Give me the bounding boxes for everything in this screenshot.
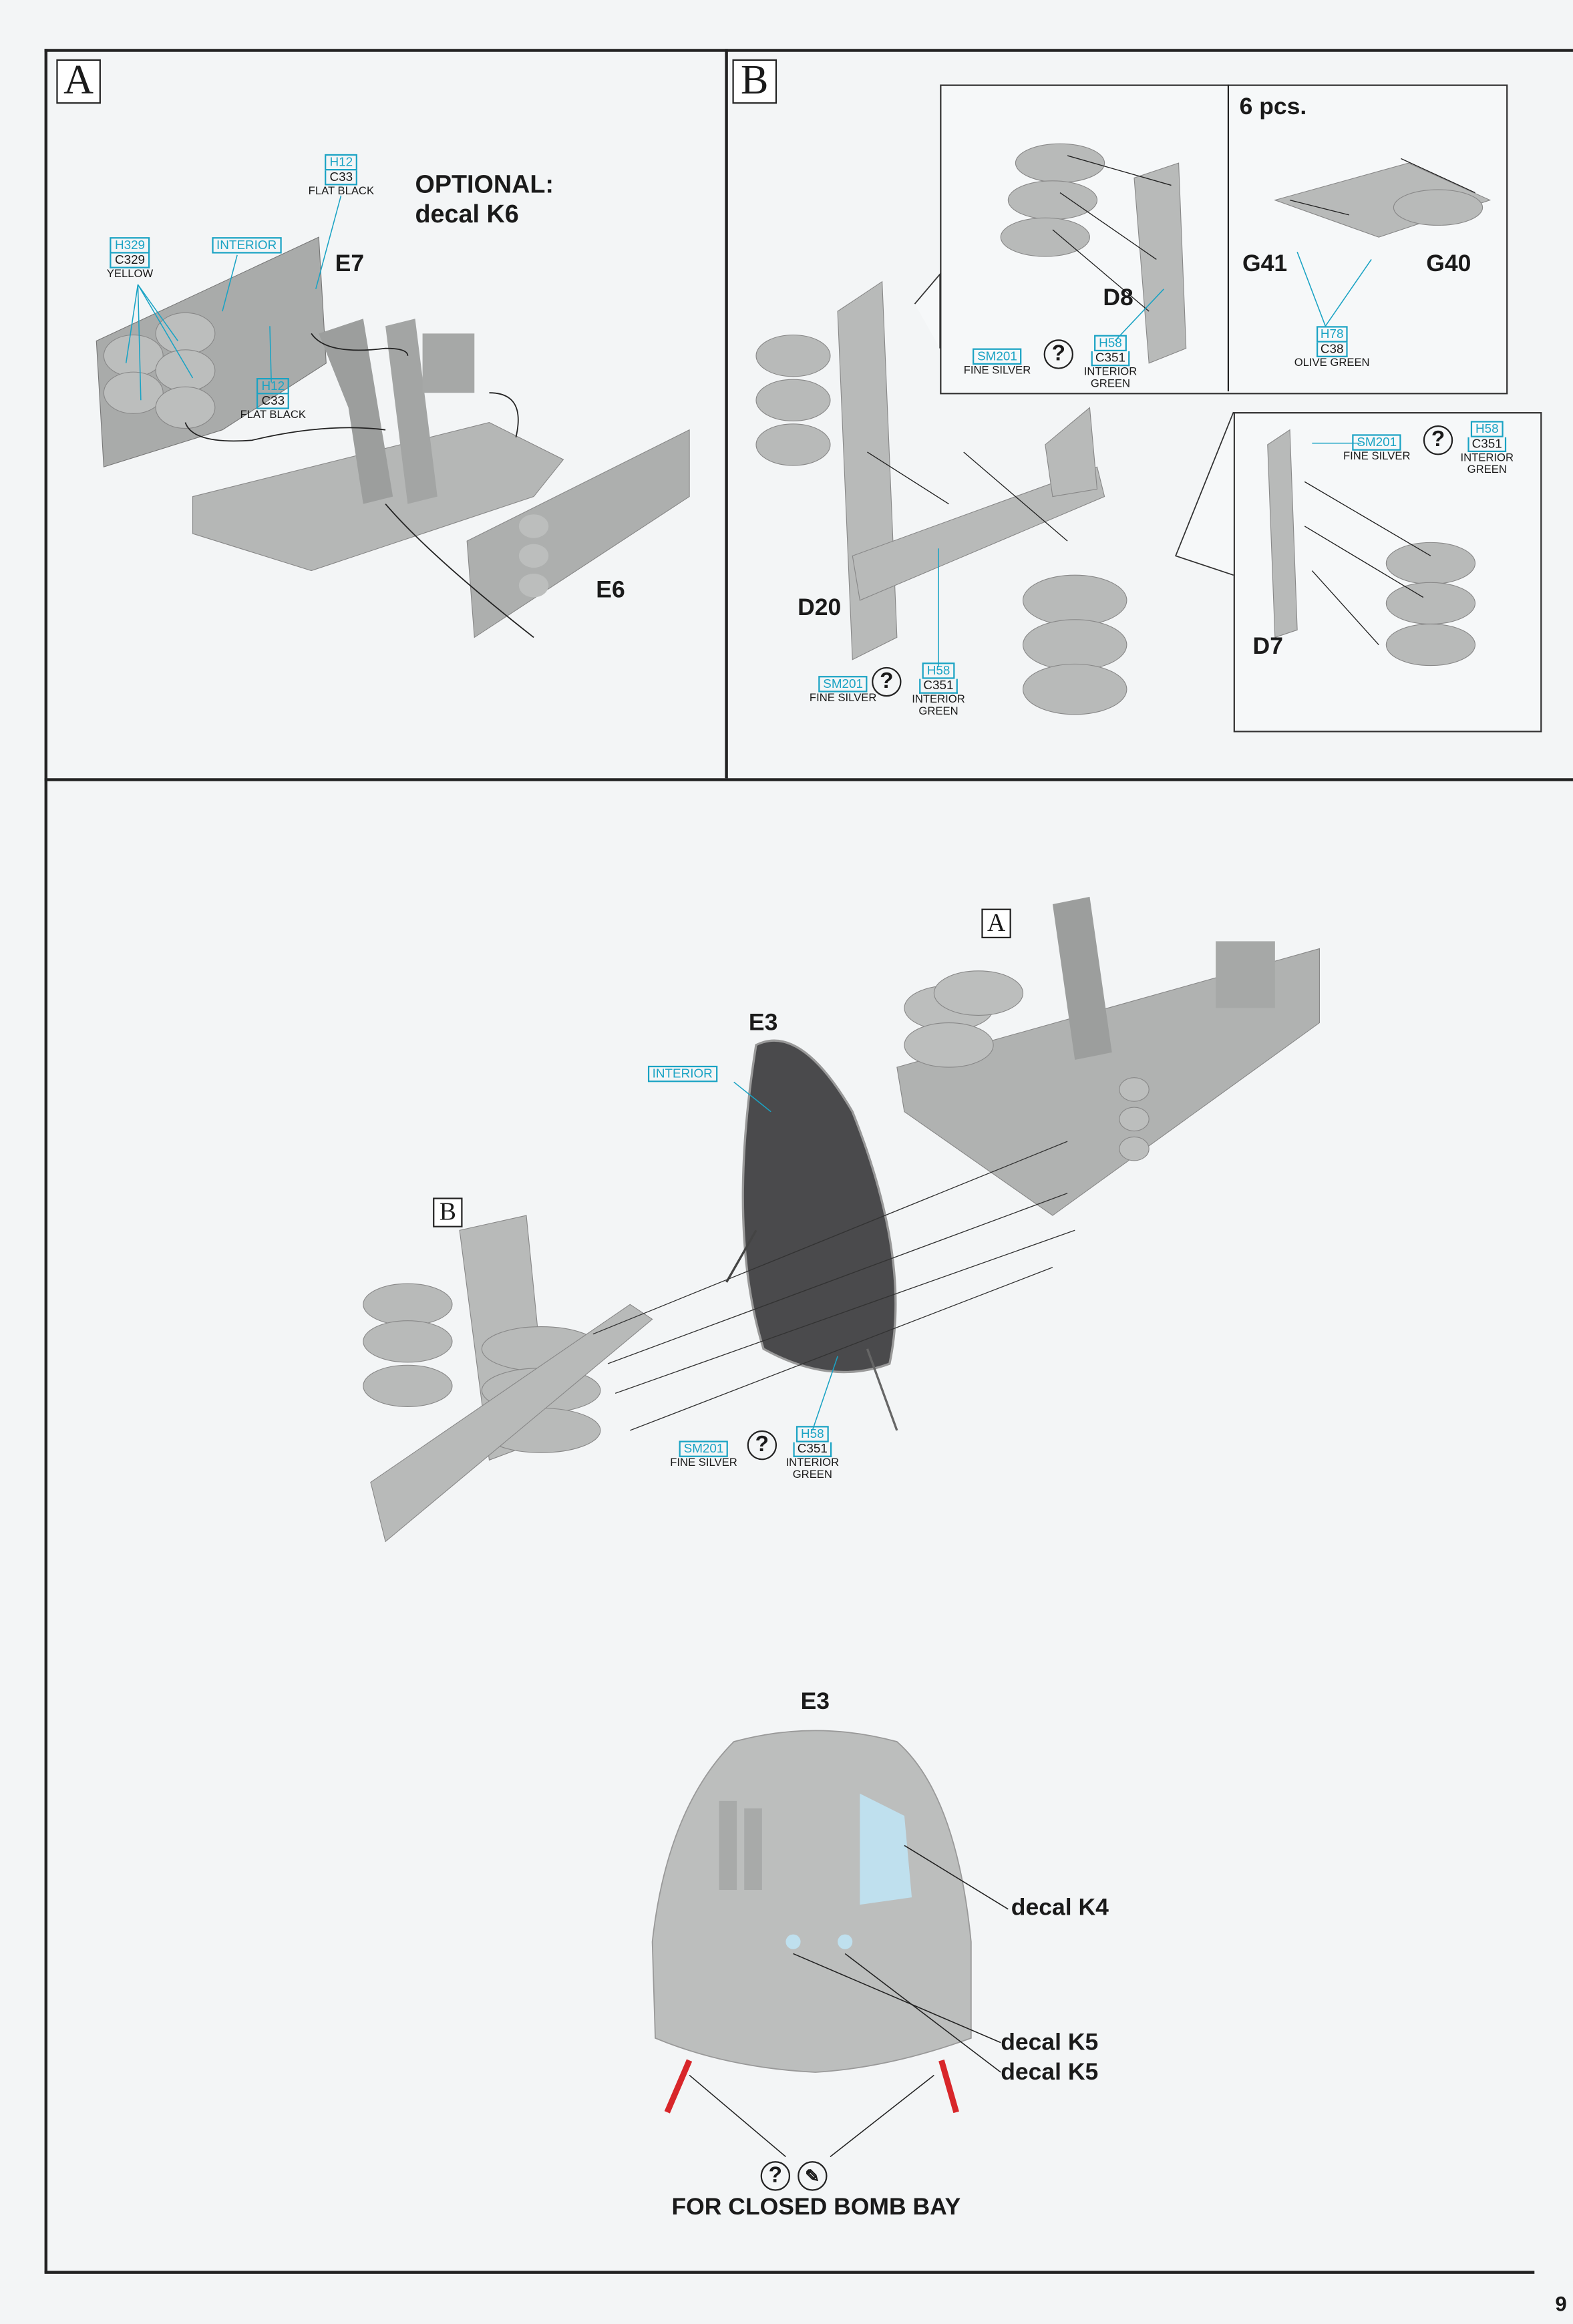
paint-code-h: H58 <box>796 1426 829 1442</box>
paint-code-c: C351 <box>918 678 958 694</box>
paint-name: INTERIOR GREEN <box>785 1455 840 1481</box>
part-e7: E7 <box>335 252 365 278</box>
step-a-label: A <box>56 59 101 104</box>
paint-code-h: H12 <box>256 377 289 395</box>
question-mark-icon: ? <box>760 2161 791 2191</box>
part-e6: E6 <box>596 578 625 604</box>
paint-code-c: C351 <box>1467 437 1507 452</box>
detail-part-e3: E3 <box>800 1690 830 1716</box>
frame-middle <box>44 778 1573 781</box>
paint-name: FLAT BLACK <box>308 184 375 198</box>
step-a-drawing <box>96 195 690 638</box>
frame-bottom <box>44 2271 1535 2273</box>
paint-name: FINE SILVER <box>1343 449 1411 463</box>
step-b-drawing <box>755 143 1492 715</box>
paint-code-h: INTERIOR <box>212 237 281 254</box>
ref-b-label: B <box>433 1197 463 1227</box>
closed-bomb-bay-note: FOR CLOSED BOMB BAY <box>671 2195 961 2220</box>
main-assembly-drawing <box>363 896 1320 1543</box>
question-mark-icon: ? <box>1043 339 1073 369</box>
paint-code-h: SM201 <box>818 676 868 693</box>
paint-code-c: C351 <box>793 1442 832 1457</box>
paint-code-h: SM201 <box>679 1440 729 1457</box>
paint-name: INTERIOR GREEN <box>1460 450 1514 476</box>
paint-code-h: SM201 <box>1352 434 1401 451</box>
inset-divider <box>1227 84 1230 391</box>
paint-name: INTERIOR GREEN <box>912 692 965 718</box>
paint-code-h: H12 <box>325 154 357 171</box>
paint-name: INTERIOR GREEN <box>1083 365 1138 390</box>
quantity-label: 6 pcs. <box>1239 95 1307 120</box>
paint-name: OLIVE GREEN <box>1294 355 1370 369</box>
frame-left <box>44 49 47 2273</box>
part-d20: D20 <box>798 596 842 622</box>
part-d8: D8 <box>1103 286 1133 312</box>
part-g40: G40 <box>1426 252 1471 278</box>
decal-k5-label: decal K5 <box>1001 2030 1099 2056</box>
paint-code-h: INTERIOR <box>647 1065 717 1083</box>
page-number: 9 <box>1555 2291 1567 2316</box>
paint-name: YELLOW <box>106 266 154 280</box>
ref-a-label: A <box>981 908 1011 939</box>
paint-code-h: SM201 <box>973 348 1022 365</box>
question-mark-icon: ? <box>1423 425 1453 455</box>
part-e3: E3 <box>748 1010 778 1036</box>
decal-k4-label: decal K4 <box>1011 1895 1109 1921</box>
paint-code-c: C38 <box>1316 342 1349 357</box>
paint-code-c: C33 <box>256 393 289 409</box>
question-mark-icon: ? <box>872 666 902 697</box>
optional-title: OPTIONAL: <box>415 170 554 199</box>
paint-code-h: H78 <box>1316 326 1349 343</box>
part-g41: G41 <box>1242 252 1288 278</box>
e3-detail-drawing <box>651 1730 1009 2158</box>
frame-top <box>44 49 1573 51</box>
step-b-label: B <box>732 59 777 104</box>
paint-code-h: H58 <box>1471 421 1504 437</box>
paint-name: FINE SILVER <box>809 691 877 705</box>
question-mark-icon: ? <box>747 1430 777 1461</box>
paint-interior-e3: INTERIOR <box>647 1065 717 1083</box>
optional-note: OPTIONAL: decal K6 <box>415 170 554 230</box>
decal-k4-area <box>860 1793 912 1905</box>
part-d7: D7 <box>1252 634 1283 660</box>
paint-name: FINE SILVER <box>963 363 1031 377</box>
paint-name: FINE SILVER <box>670 1455 737 1469</box>
paint-code-h: H58 <box>1094 335 1127 352</box>
decal-k5-label-2: decal K5 <box>1001 2060 1099 2086</box>
paint-code-h: H58 <box>922 662 954 679</box>
paint-code-h: H329 <box>110 237 150 254</box>
paint-code-c: C33 <box>325 170 357 186</box>
frame-divider <box>725 49 727 779</box>
paint-name: FLAT BLACK <box>240 407 306 421</box>
cement-brush-icon: ✎ <box>798 2161 828 2191</box>
paint-code-c: C329 <box>110 252 150 268</box>
paint-code-c: C351 <box>1091 351 1130 367</box>
optional-decal: decal K6 <box>415 200 519 228</box>
paint-interior: INTERIOR <box>212 237 281 254</box>
